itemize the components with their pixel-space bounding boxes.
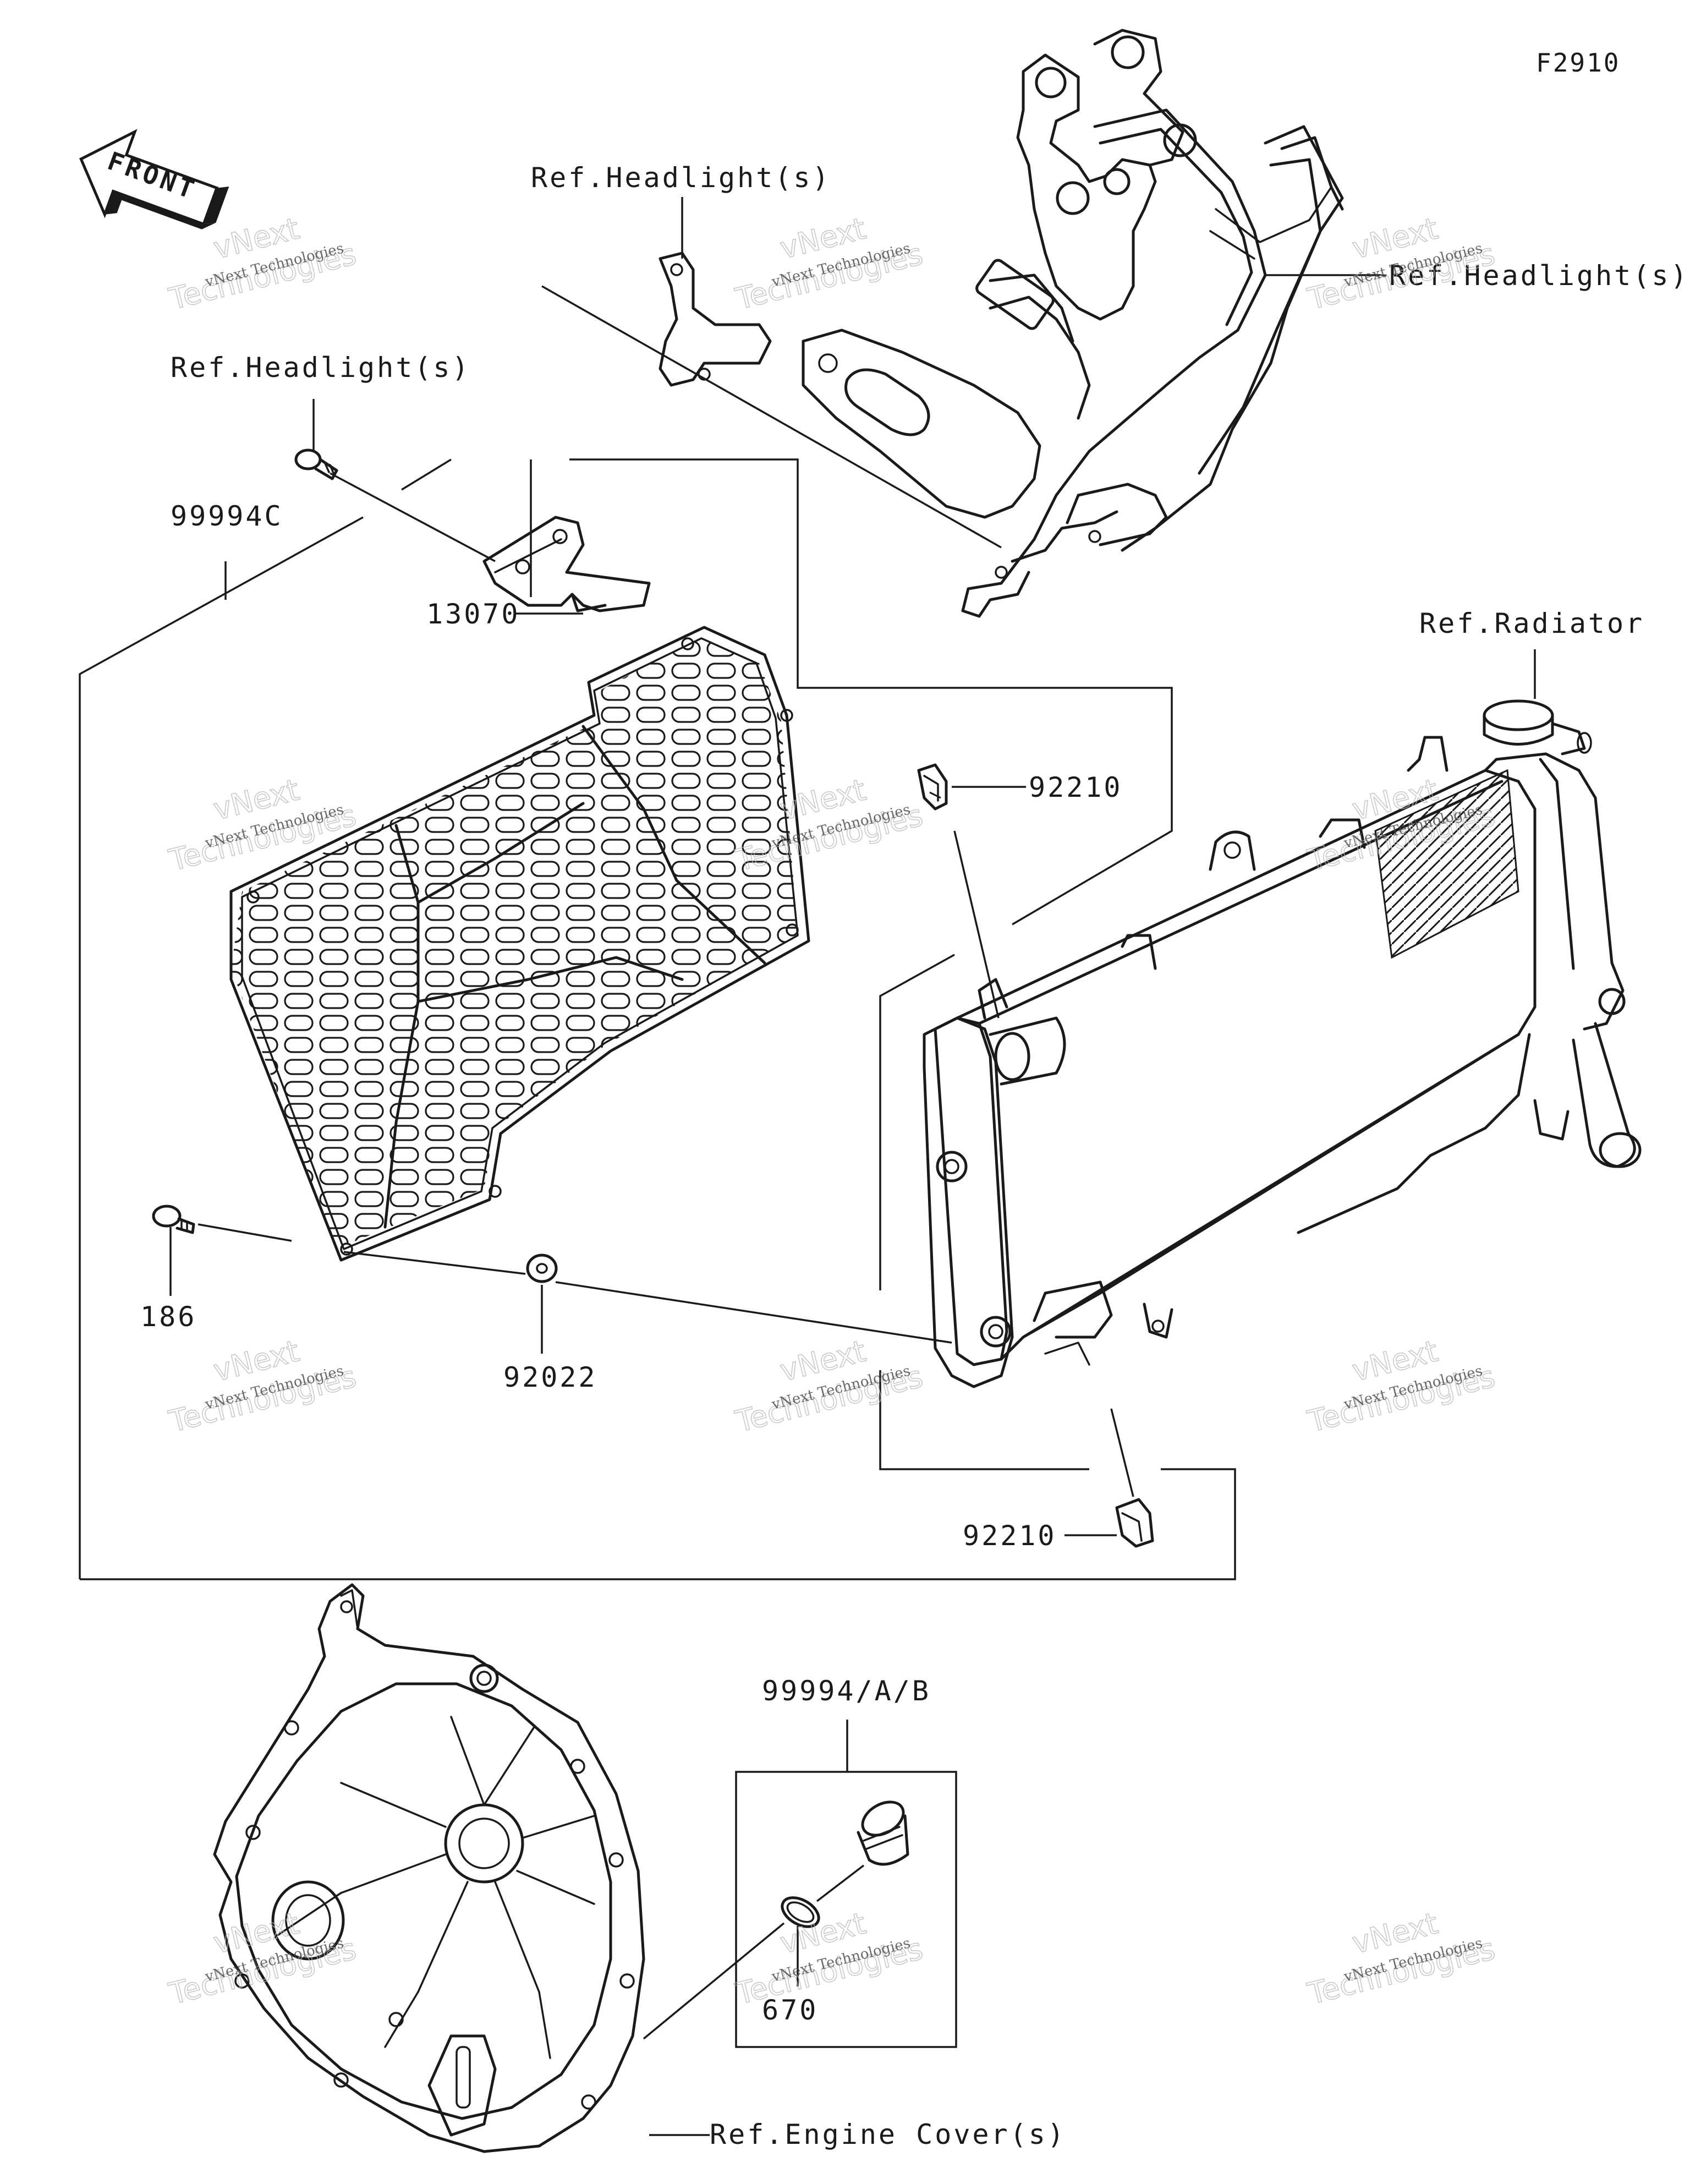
part-number-99994-a-b: 99994/A/B: [762, 1675, 931, 1707]
part-number-92210-lower: 92210: [963, 1520, 1057, 1552]
figure-id: F2910: [1536, 48, 1620, 78]
watermark-8: vNext Technologies vNext Technologies: [732, 1333, 926, 1439]
headlight-stay: [659, 29, 1344, 618]
bracket-13070: [482, 516, 651, 612]
radiator: [923, 699, 1642, 1388]
part-number-13070: 13070: [426, 598, 520, 630]
engine-plug-icon: [857, 1800, 909, 1866]
clip-92210-upper-icon: [917, 763, 948, 811]
part-number-92210-upper: 92210: [1029, 771, 1123, 803]
callout-ref-headlight-right: Ref.Headlight(s): [1389, 260, 1689, 292]
front-arrow-icon: [79, 129, 229, 229]
watermark-12: vNext Technologies vNext Technologies: [1304, 1906, 1499, 2012]
watermark-9: vNext Technologies vNext Technologies: [1304, 1333, 1499, 1439]
clip-92210-lower-icon: [1115, 1498, 1154, 1548]
bolt-186-icon: [152, 1205, 195, 1234]
part-number-92022: 92022: [503, 1361, 597, 1393]
watermark-3: vNext Technologies vNext Technologies: [1304, 211, 1499, 317]
radiator-guard-grille: [229, 626, 810, 1262]
engine-cover: [213, 1583, 645, 2153]
part-number-670: 670: [762, 1994, 818, 2026]
watermark-2: vNext Technologies vNext Technologies: [732, 211, 926, 317]
leader-lines: [169, 197, 1536, 2136]
kit-frame-99994c: [79, 285, 1236, 1580]
part-number-99994c: 99994C: [171, 500, 283, 532]
o-ring-icon: [781, 1896, 820, 1928]
kit-frame-99994ab: [735, 1771, 957, 2048]
watermark-7: vNext Technologies vNext Technologies: [165, 1333, 360, 1439]
watermark-11: vNext Technologies vNext Technologies: [732, 1906, 926, 2012]
callout-ref-headlight-left: Ref.Headlight(s): [171, 352, 471, 384]
callout-ref-engine-cover: Ref.Engine Cover(s): [710, 2119, 1066, 2150]
callout-ref-radiator: Ref.Radiator: [1419, 607, 1644, 639]
callout-ref-headlight-top: Ref.Headlight(s): [531, 162, 831, 194]
part-number-186: 186: [140, 1301, 196, 1333]
washer-92022-icon: [526, 1254, 558, 1283]
